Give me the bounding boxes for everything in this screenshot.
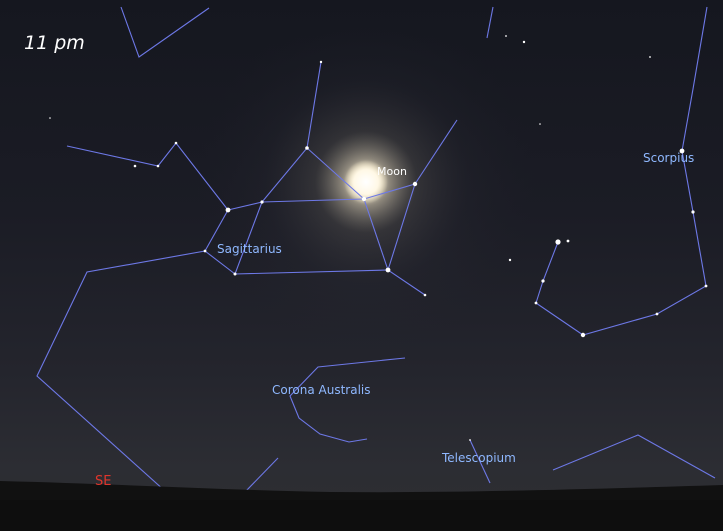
constellation-line-top-center — [486, 6, 494, 39]
constellation-line-topleft — [120, 6, 210, 58]
scorpius-lines — [535, 6, 708, 336]
telescopium-lines — [469, 439, 491, 484]
telescopium-lines-2 — [552, 434, 716, 479]
telescopium-label[interactable]: Telescopium — [442, 451, 516, 465]
corona-australis-lines — [289, 357, 406, 443]
time-label: 11 pm — [24, 32, 85, 54]
compass-direction-label: SE — [95, 474, 112, 489]
stars — [49, 35, 708, 441]
moon[interactable] — [344, 160, 388, 204]
scorpius-label[interactable]: Scorpius — [643, 151, 695, 165]
corona-australis-label[interactable]: Corona Australis — [272, 383, 371, 397]
moon-label: Moon — [377, 165, 407, 178]
sagittarius-label[interactable]: Sagittarius — [217, 242, 282, 256]
constellation-line-bottom-left — [244, 457, 279, 493]
constellation-line-left-chain — [66, 142, 229, 211]
